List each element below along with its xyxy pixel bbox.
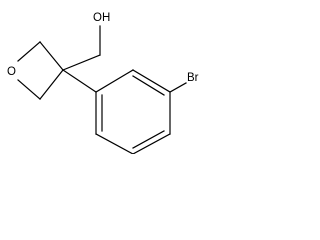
oxetane-ring [17, 41, 64, 100]
hydroxymethyl-group [62, 25, 101, 71]
aromatic-double-bond-1 [132, 75, 165, 96]
bond-o-ch2-top [17, 41, 41, 62]
ring-bond-c2-c3 [132, 69, 171, 93]
structure-diagram: OH O Br [7, 12, 199, 154]
bromine-label: Br [187, 72, 199, 84]
ring-bond-c5-c6 [95, 133, 134, 154]
bond-ch2-top-c3 [39, 41, 64, 71]
bond-c3-aryl [62, 69, 97, 93]
hydroxyl-label: OH [93, 12, 110, 24]
ring-bond-c1-c2 [95, 69, 134, 93]
bond-c3-ch2-bottom [39, 69, 64, 100]
ring-oxygen-label: O [7, 66, 16, 78]
bond-ch2-bottom-o [17, 79, 41, 100]
bond-aryl-br [169, 82, 187, 93]
benzene-ring [95, 69, 171, 154]
bond-c3-ch2 [62, 54, 101, 71]
aromatic-double-bond-2 [132, 130, 165, 149]
ring-bond-c4-c5 [132, 133, 171, 154]
